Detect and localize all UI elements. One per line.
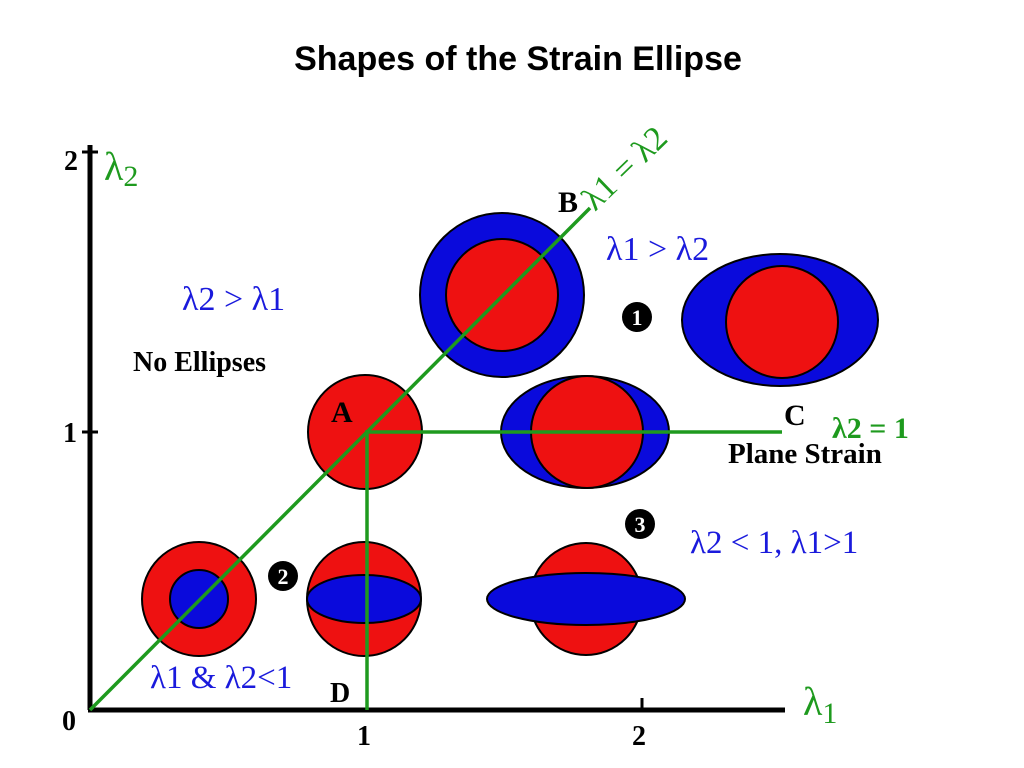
marker-2: 2	[268, 561, 298, 591]
origin-label: 0	[62, 706, 76, 737]
svg-text:3: 3	[635, 512, 646, 537]
axes	[87, 145, 785, 713]
x-axis-label: λ1	[803, 679, 837, 730]
circle-region1	[725, 265, 839, 379]
plane-strain-line-label: λ2 = 1	[832, 412, 909, 445]
lower-right-relation: λ2 < 1, λ1>1	[690, 525, 858, 561]
ellipse-region3	[486, 572, 686, 626]
marker-3: 3	[625, 509, 655, 539]
svg-text:2: 2	[278, 564, 289, 589]
diagonal-line	[88, 206, 592, 712]
upper-left-relation: λ2 > λ1	[182, 281, 285, 318]
upper-right-relation: λ1 > λ2	[606, 231, 709, 268]
point-d-label: D	[330, 678, 350, 709]
svg-text:1: 1	[632, 305, 643, 330]
lower-left-relation: λ1 & λ2<1	[150, 660, 292, 696]
strain-shapes	[141, 212, 879, 657]
x-tick-label-2: 2	[632, 721, 646, 752]
guide-lines	[88, 206, 782, 712]
marker-1: 1	[622, 302, 652, 332]
y-tick-label-1: 1	[63, 418, 77, 449]
y-axis-label: λ2	[104, 144, 138, 193]
upper-left-caption: No Ellipses	[133, 347, 266, 378]
diagonal-line-label: λ1 = λ2	[575, 119, 675, 217]
ellipse-region2	[306, 574, 422, 624]
y-tick-label-2: 2	[64, 146, 78, 177]
point-c-label: C	[784, 399, 806, 432]
point-a-label: A	[331, 396, 353, 429]
x-tick-label-1: 1	[357, 721, 371, 752]
point-b-label: B	[558, 186, 578, 219]
plane-strain-caption: Plane Strain	[728, 438, 882, 470]
page-title: Shapes of the Strain Ellipse	[294, 40, 742, 78]
